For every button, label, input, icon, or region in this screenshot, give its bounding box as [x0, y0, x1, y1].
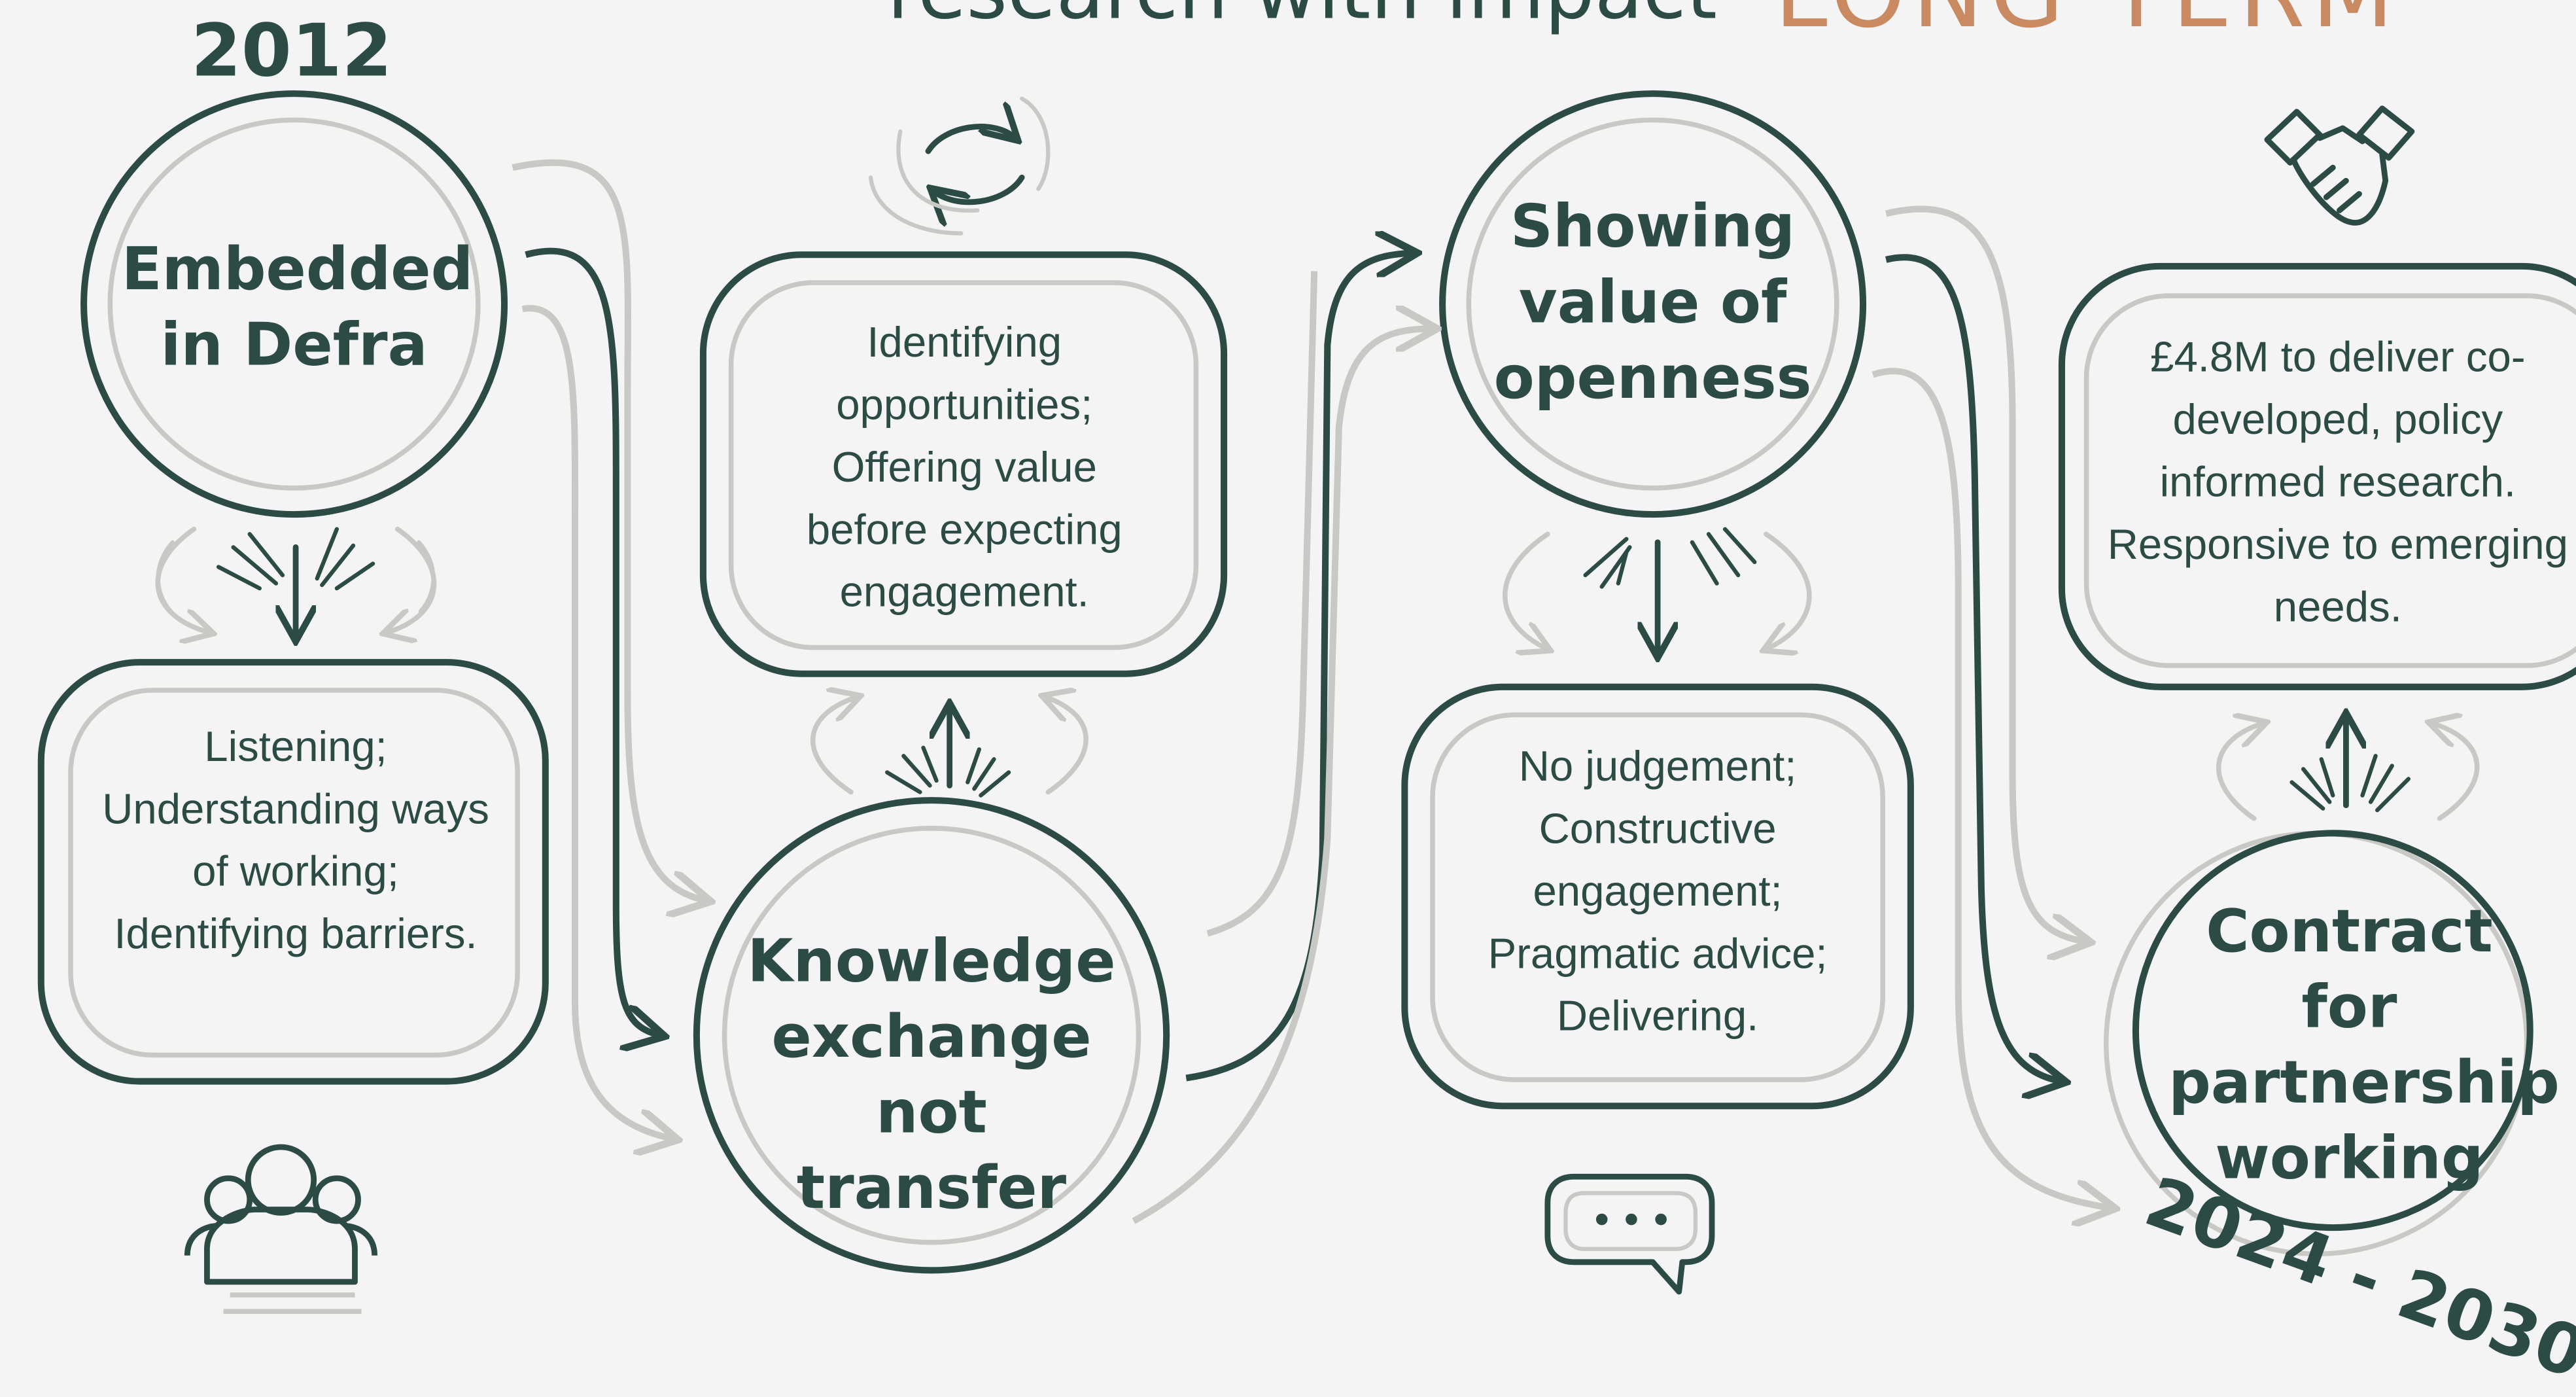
header-accent: LONG TERM [1774, 0, 2464, 49]
stage-circle-4 [2103, 830, 2533, 1257]
flow-connector-2 [1132, 253, 1433, 1224]
stage-title-1: Embedded in Defra [121, 236, 474, 380]
up-arrow-2 [810, 697, 1088, 798]
flow-connector-3 [1871, 205, 2111, 1208]
stage-detail-1: Listening; Understanding ways of working… [102, 721, 489, 959]
detail-box-4 [2058, 262, 2576, 690]
stage-circle-2 [693, 797, 1170, 1274]
diagram-graphics [37, 90, 2576, 1314]
header-title: research with impact [887, 0, 1717, 38]
stage-circle-3 [1439, 90, 1867, 518]
stage-title-4: Contract for partnership working [2168, 898, 2560, 1194]
stage-detail-3: No judgement; Constructive engagement; P… [1488, 741, 1828, 1040]
detail-box-3 [1401, 683, 1914, 1110]
flow-connector-1 [512, 159, 706, 1139]
stage-detail-4: £4.8M to deliver co-developed, policy in… [2107, 332, 2568, 631]
up-arrow-4 [2216, 716, 2480, 821]
diagram-stage: research with impact LONG TERM 2012 2024… [37, 0, 2576, 1394]
chat-bubble-icon [1544, 1173, 1715, 1295]
exchange-arrows-icon [868, 96, 1051, 236]
down-arrow-1 [155, 526, 437, 638]
stage-detail-2: Identifying opportunities; Offering valu… [806, 317, 1123, 616]
stage-circle-1 [80, 90, 508, 518]
handshake-icon [2264, 105, 2415, 226]
detail-box-1 [37, 659, 549, 1085]
start-year: 2012 [191, 10, 392, 94]
people-icon [184, 1144, 378, 1314]
stage-title-2: Knowledge exchange not transfer [747, 928, 1116, 1223]
detail-box-2 [699, 251, 1228, 677]
stage-title-3: Showing value of openness [1493, 194, 1812, 413]
down-arrow-3 [1503, 527, 1812, 654]
